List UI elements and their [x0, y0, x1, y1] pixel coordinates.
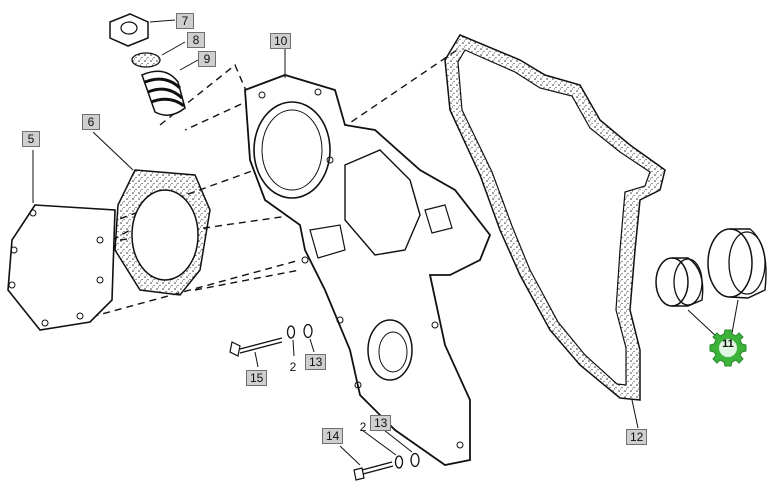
callout-5: 5 [22, 131, 40, 147]
bellows-seal-part-9 [141, 59, 199, 116]
washers-lower [361, 429, 420, 469]
callout-2-lower: 2 [359, 420, 367, 434]
callout-9: 9 [198, 51, 216, 67]
seal-rings-part-11 [655, 228, 767, 339]
washers-upper [286, 323, 315, 357]
callout-13-upper: 13 [305, 354, 327, 370]
callout-14: 14 [322, 428, 344, 444]
nut-part-7 [109, 13, 176, 47]
callout-8: 8 [187, 32, 205, 48]
washer-part-8 [131, 41, 186, 68]
callout-6: 6 [82, 114, 100, 130]
timing-case-part-10 [244, 48, 492, 466]
large-gasket-part-12 [444, 34, 666, 429]
callout-13-lower: 13 [370, 415, 392, 431]
callout-12: 12 [626, 429, 648, 445]
callout-11-highlighted[interactable]: 11 [722, 338, 734, 350]
bolt-part-15 [229, 337, 283, 368]
callout-15: 15 [246, 370, 268, 386]
gasket-part-6 [92, 131, 211, 296]
callout-10: 10 [270, 33, 292, 49]
callout-2-upper: 2 [289, 360, 297, 374]
callout-7: 7 [176, 13, 194, 29]
bolt-part-14 [339, 445, 394, 481]
cover-plate-part-5 [7, 150, 116, 331]
highlight-gear-icon [709, 329, 747, 367]
